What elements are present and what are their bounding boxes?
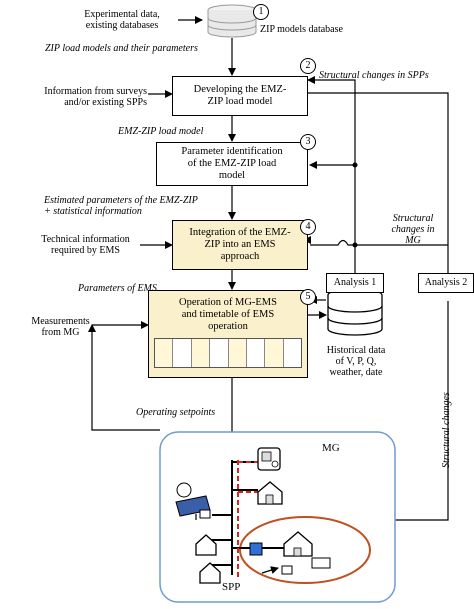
historical-data-label: Historical data of V, P, Q, weather, dat… bbox=[326, 345, 386, 378]
house-icon bbox=[195, 534, 217, 556]
estimated-parameters-label: Estimated parameters of the EMZ-ZIP + st… bbox=[44, 195, 198, 217]
step-1-number: 1 bbox=[253, 4, 269, 20]
junction-dot bbox=[352, 242, 358, 248]
spp-controller-icon bbox=[249, 542, 263, 556]
arrow-measurements bbox=[88, 324, 160, 431]
experimental-data-label: Experimental data, existing databases bbox=[84, 9, 160, 31]
structural-changes-spp-label: Structural changes in SPPs bbox=[319, 70, 429, 81]
line-analysis2-up bbox=[308, 92, 449, 273]
step-3-number: 3 bbox=[300, 134, 316, 150]
step-2-number: 2 bbox=[300, 58, 316, 74]
meter-icon bbox=[281, 565, 293, 575]
historical-database-icon bbox=[327, 288, 383, 336]
grid-network bbox=[210, 460, 290, 575]
emz-zip-model-label: EMZ-ZIP load model bbox=[118, 126, 204, 137]
spp-label: SPP bbox=[222, 581, 241, 593]
zip-database-icon bbox=[207, 4, 257, 38]
structural-changes-mg-label: Structural changes in MG bbox=[391, 213, 435, 246]
analysis-2-box: Analysis 2 bbox=[418, 273, 474, 293]
mg-label: MG bbox=[322, 442, 340, 454]
zip-load-models-label: ZIP load models and their parameters bbox=[45, 43, 198, 54]
step-3-box: Parameter identification of the EMZ-ZIP … bbox=[156, 142, 308, 186]
arrow-structural-spp bbox=[307, 76, 356, 273]
mg-region bbox=[159, 431, 396, 603]
house-icon bbox=[257, 481, 283, 505]
operating-setpoints-label: Operating setpoints bbox=[136, 407, 216, 418]
step-4-number: 4 bbox=[300, 219, 316, 235]
junction-dot bbox=[352, 162, 358, 168]
spp-house-icon bbox=[283, 531, 313, 557]
line-analysis2-down bbox=[380, 301, 449, 521]
step-5-box: Operation of MG-EMS and timetable of EMS… bbox=[148, 290, 308, 378]
power-flow-line bbox=[237, 460, 260, 580]
structural-changes-label: Structural changes bbox=[441, 392, 452, 468]
parameters-ems-label: Parameters of EMS bbox=[78, 283, 157, 294]
surveys-label: Information from surveys and/or existing… bbox=[44, 86, 147, 108]
step-2-box: Developing the EMZ- ZIP load model bbox=[172, 76, 308, 116]
step-4-box: Integration of the EMZ- ZIP into an EMS … bbox=[172, 220, 308, 270]
ems-timetable-icon bbox=[154, 338, 302, 368]
line-structural-mg bbox=[310, 239, 448, 246]
zip-database-label: ZIP models database bbox=[260, 24, 343, 35]
solar-panel-icon bbox=[175, 482, 211, 520]
measurements-label: Measurements from MG bbox=[31, 316, 90, 338]
step-5-number: 5 bbox=[300, 289, 316, 305]
battery-icon bbox=[311, 557, 331, 569]
generator-icon bbox=[257, 447, 281, 471]
technical-info-label: Technical information required by EMS bbox=[41, 234, 130, 256]
house-icon bbox=[199, 562, 221, 584]
analysis-1-box: Analysis 1 bbox=[326, 273, 384, 293]
step-5-label: Operation of MG-EMS and timetable of EMS… bbox=[179, 297, 277, 332]
spp-region bbox=[239, 516, 371, 584]
